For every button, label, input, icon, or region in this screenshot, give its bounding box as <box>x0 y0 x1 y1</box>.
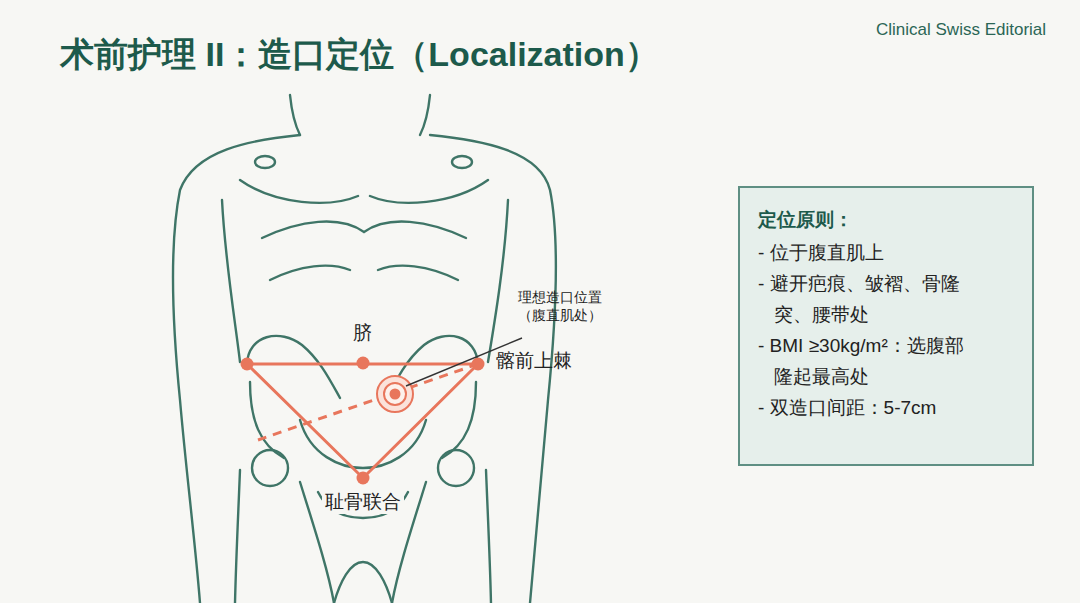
principles-box: 定位原则：- 位于腹直肌上- 避开疤痕、皱褶、骨隆突、腰带处- BMI ≥30k… <box>738 186 1034 466</box>
principle-item: - BMI ≥30kg/m²：选腹部隆起最高处 <box>758 330 964 392</box>
principle-item: - 位于腹直肌上 <box>758 237 964 268</box>
principle-item: - 避开疤痕、皱褶、骨隆突、腰带处 <box>758 268 964 330</box>
slide-title: 术前护理 II：造口定位（Localization） <box>60 32 659 78</box>
landmark-dots <box>241 357 485 485</box>
localization-triangle <box>247 364 478 478</box>
landmark-label: 髂前上棘 <box>496 350 572 373</box>
stoma-target <box>377 376 413 412</box>
landmark-label: 脐 <box>353 322 372 345</box>
callout-label: 理想造口位置（腹直肌处） <box>511 289 609 324</box>
principle-item: - 双造口间距：5-7cm <box>758 392 964 423</box>
landmark-label: 耻骨联合 <box>322 491 404 514</box>
brand-label: Clinical Swiss Editorial <box>876 20 1046 40</box>
box-heading: 定位原则： <box>758 204 1014 235</box>
torso-outline <box>173 95 556 603</box>
